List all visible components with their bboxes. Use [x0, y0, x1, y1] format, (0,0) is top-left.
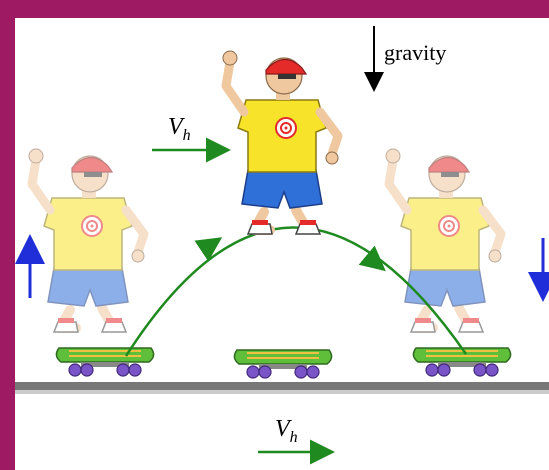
trajectory-arrow-right: [358, 245, 386, 272]
trajectory-arc: [124, 226, 468, 357]
ground-shadow: [15, 390, 549, 394]
vh-label-bottom: Vh: [275, 416, 298, 446]
trajectory-arrow-left: [194, 237, 223, 262]
gravity-label: gravity: [384, 40, 446, 65]
vh-label-top: Vh: [168, 114, 191, 144]
ground-line: [15, 382, 549, 392]
